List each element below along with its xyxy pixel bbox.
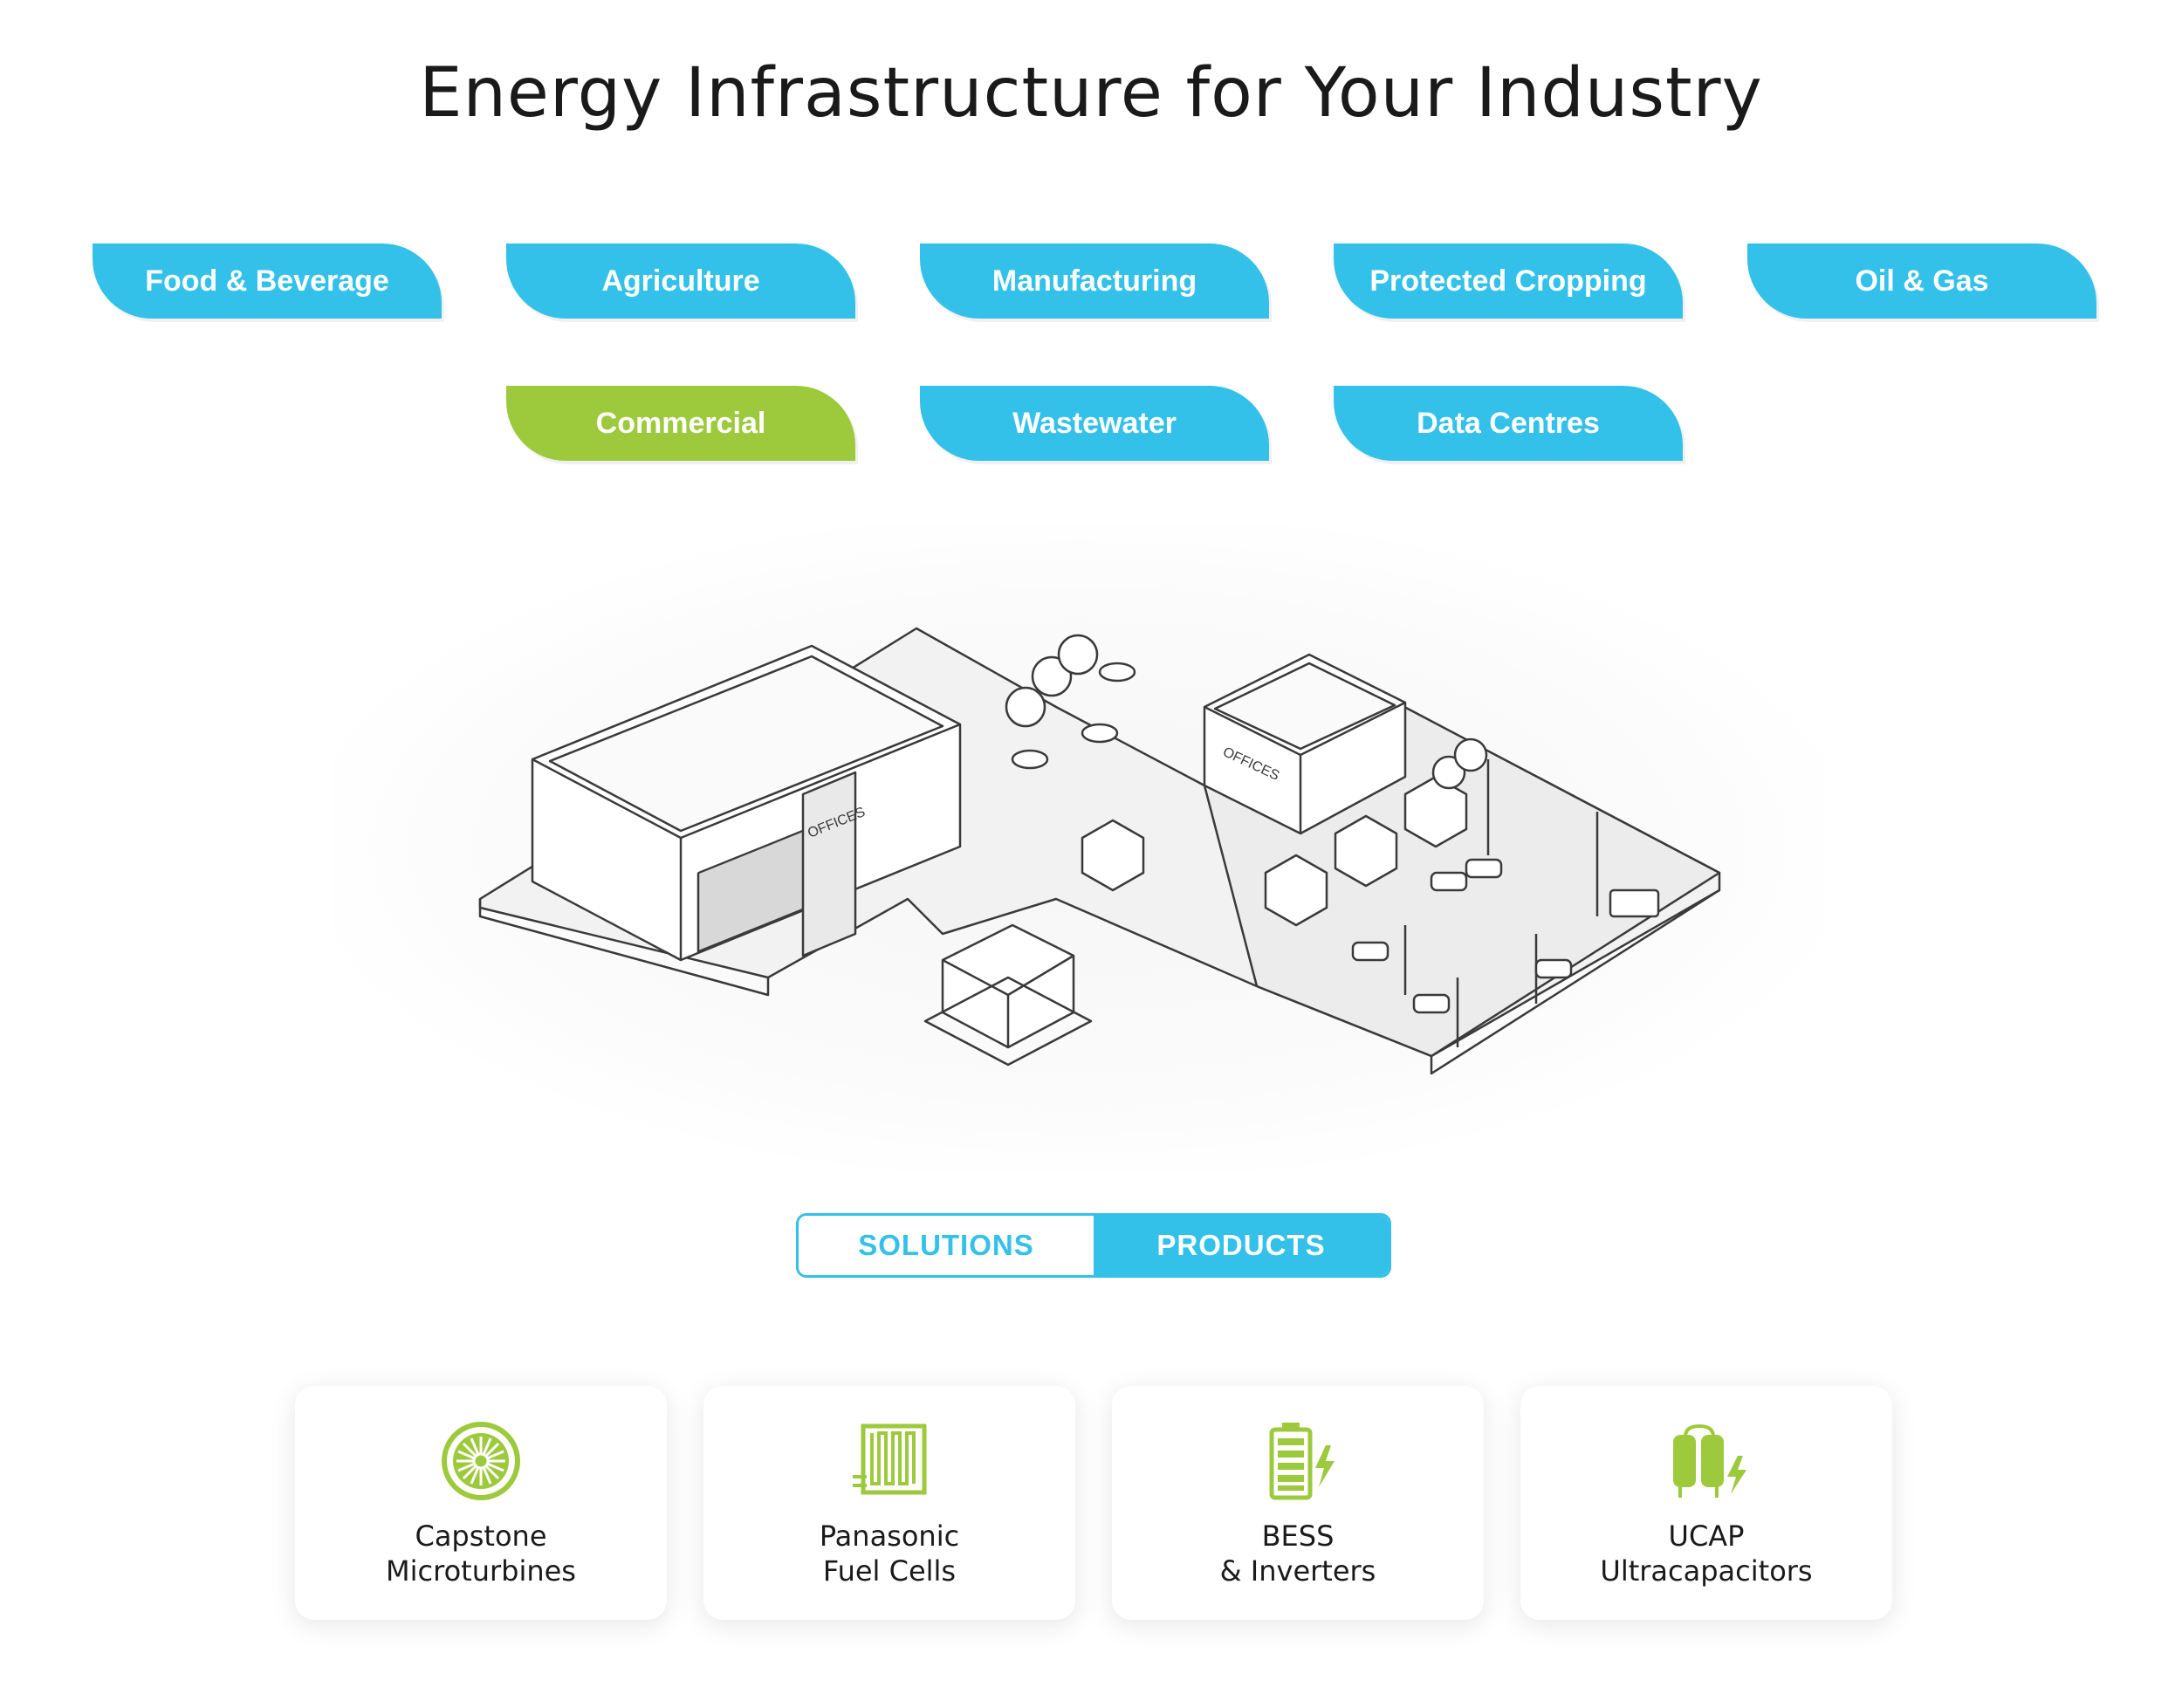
ultracapacitor-icon [1673,1423,1746,1498]
product-card-label: Panasonic Fuel Cells [820,1519,959,1588]
tab-oil-gas[interactable]: Oil & Gas [1747,244,2096,319]
tab-data-centres[interactable]: Data Centres [1334,386,1683,461]
solutions-toggle-button[interactable]: SOLUTIONS [799,1216,1094,1275]
tab-label: Protected Cropping [1369,264,1647,298]
tab-food-beverage[interactable]: Food & Beverage [93,244,442,319]
page-title: Energy Infrastructure for Your Industry [419,54,1763,133]
product-name-line: Panasonic [819,1519,960,1553]
product-name-line: Fuel Cells [822,1554,957,1588]
tab-manufacturing[interactable]: Manufacturing [920,244,1269,319]
tab-label: Manufacturing [992,264,1197,298]
product-card-label: BESS & Inverters [1220,1519,1376,1588]
tab-protected-cropping[interactable]: Protected Cropping [1334,244,1683,319]
tab-label: Oil & Gas [1855,264,1989,298]
view-toggle: SOLUTIONS PRODUCTS [796,1213,1391,1278]
product-card-capstone[interactable]: Capstone Microturbines [295,1386,667,1620]
product-name-line: & Inverters [1219,1554,1376,1588]
tab-label: Food & Beverage [145,264,389,298]
product-card-ucap[interactable]: UCAP Ultracapacitors [1520,1386,1892,1620]
tab-label: Data Centres [1417,406,1600,440]
tab-label: Wastewater [1012,406,1177,440]
tab-agriculture[interactable]: Agriculture [506,244,855,319]
commercial-scene-illustration: OFFICES OFFICES [478,627,1721,1075]
product-card-label: UCAP Ultracapacitors [1600,1519,1812,1588]
product-card-label: Capstone Microturbines [386,1519,576,1588]
product-name-line: Ultracapacitors [1600,1554,1813,1588]
tab-label: Commercial [595,406,766,440]
battery-icon [1269,1423,1335,1500]
product-name-line: BESS [1261,1519,1335,1553]
tab-wastewater[interactable]: Wastewater [920,386,1269,461]
microturbine-icon [442,1422,520,1500]
product-name-line: UCAP [1668,1519,1745,1553]
product-name-line: Microturbines [386,1554,576,1588]
tab-commercial[interactable]: Commercial [506,386,855,461]
products-toggle-button[interactable]: PRODUCTS [1094,1216,1389,1275]
product-name-line: Capstone [415,1519,547,1553]
product-card-panasonic[interactable]: Panasonic Fuel Cells [703,1386,1075,1620]
tab-label: Agriculture [601,264,760,298]
fuel-cell-icon [853,1423,927,1495]
product-card-bess[interactable]: BESS & Inverters [1112,1386,1484,1620]
